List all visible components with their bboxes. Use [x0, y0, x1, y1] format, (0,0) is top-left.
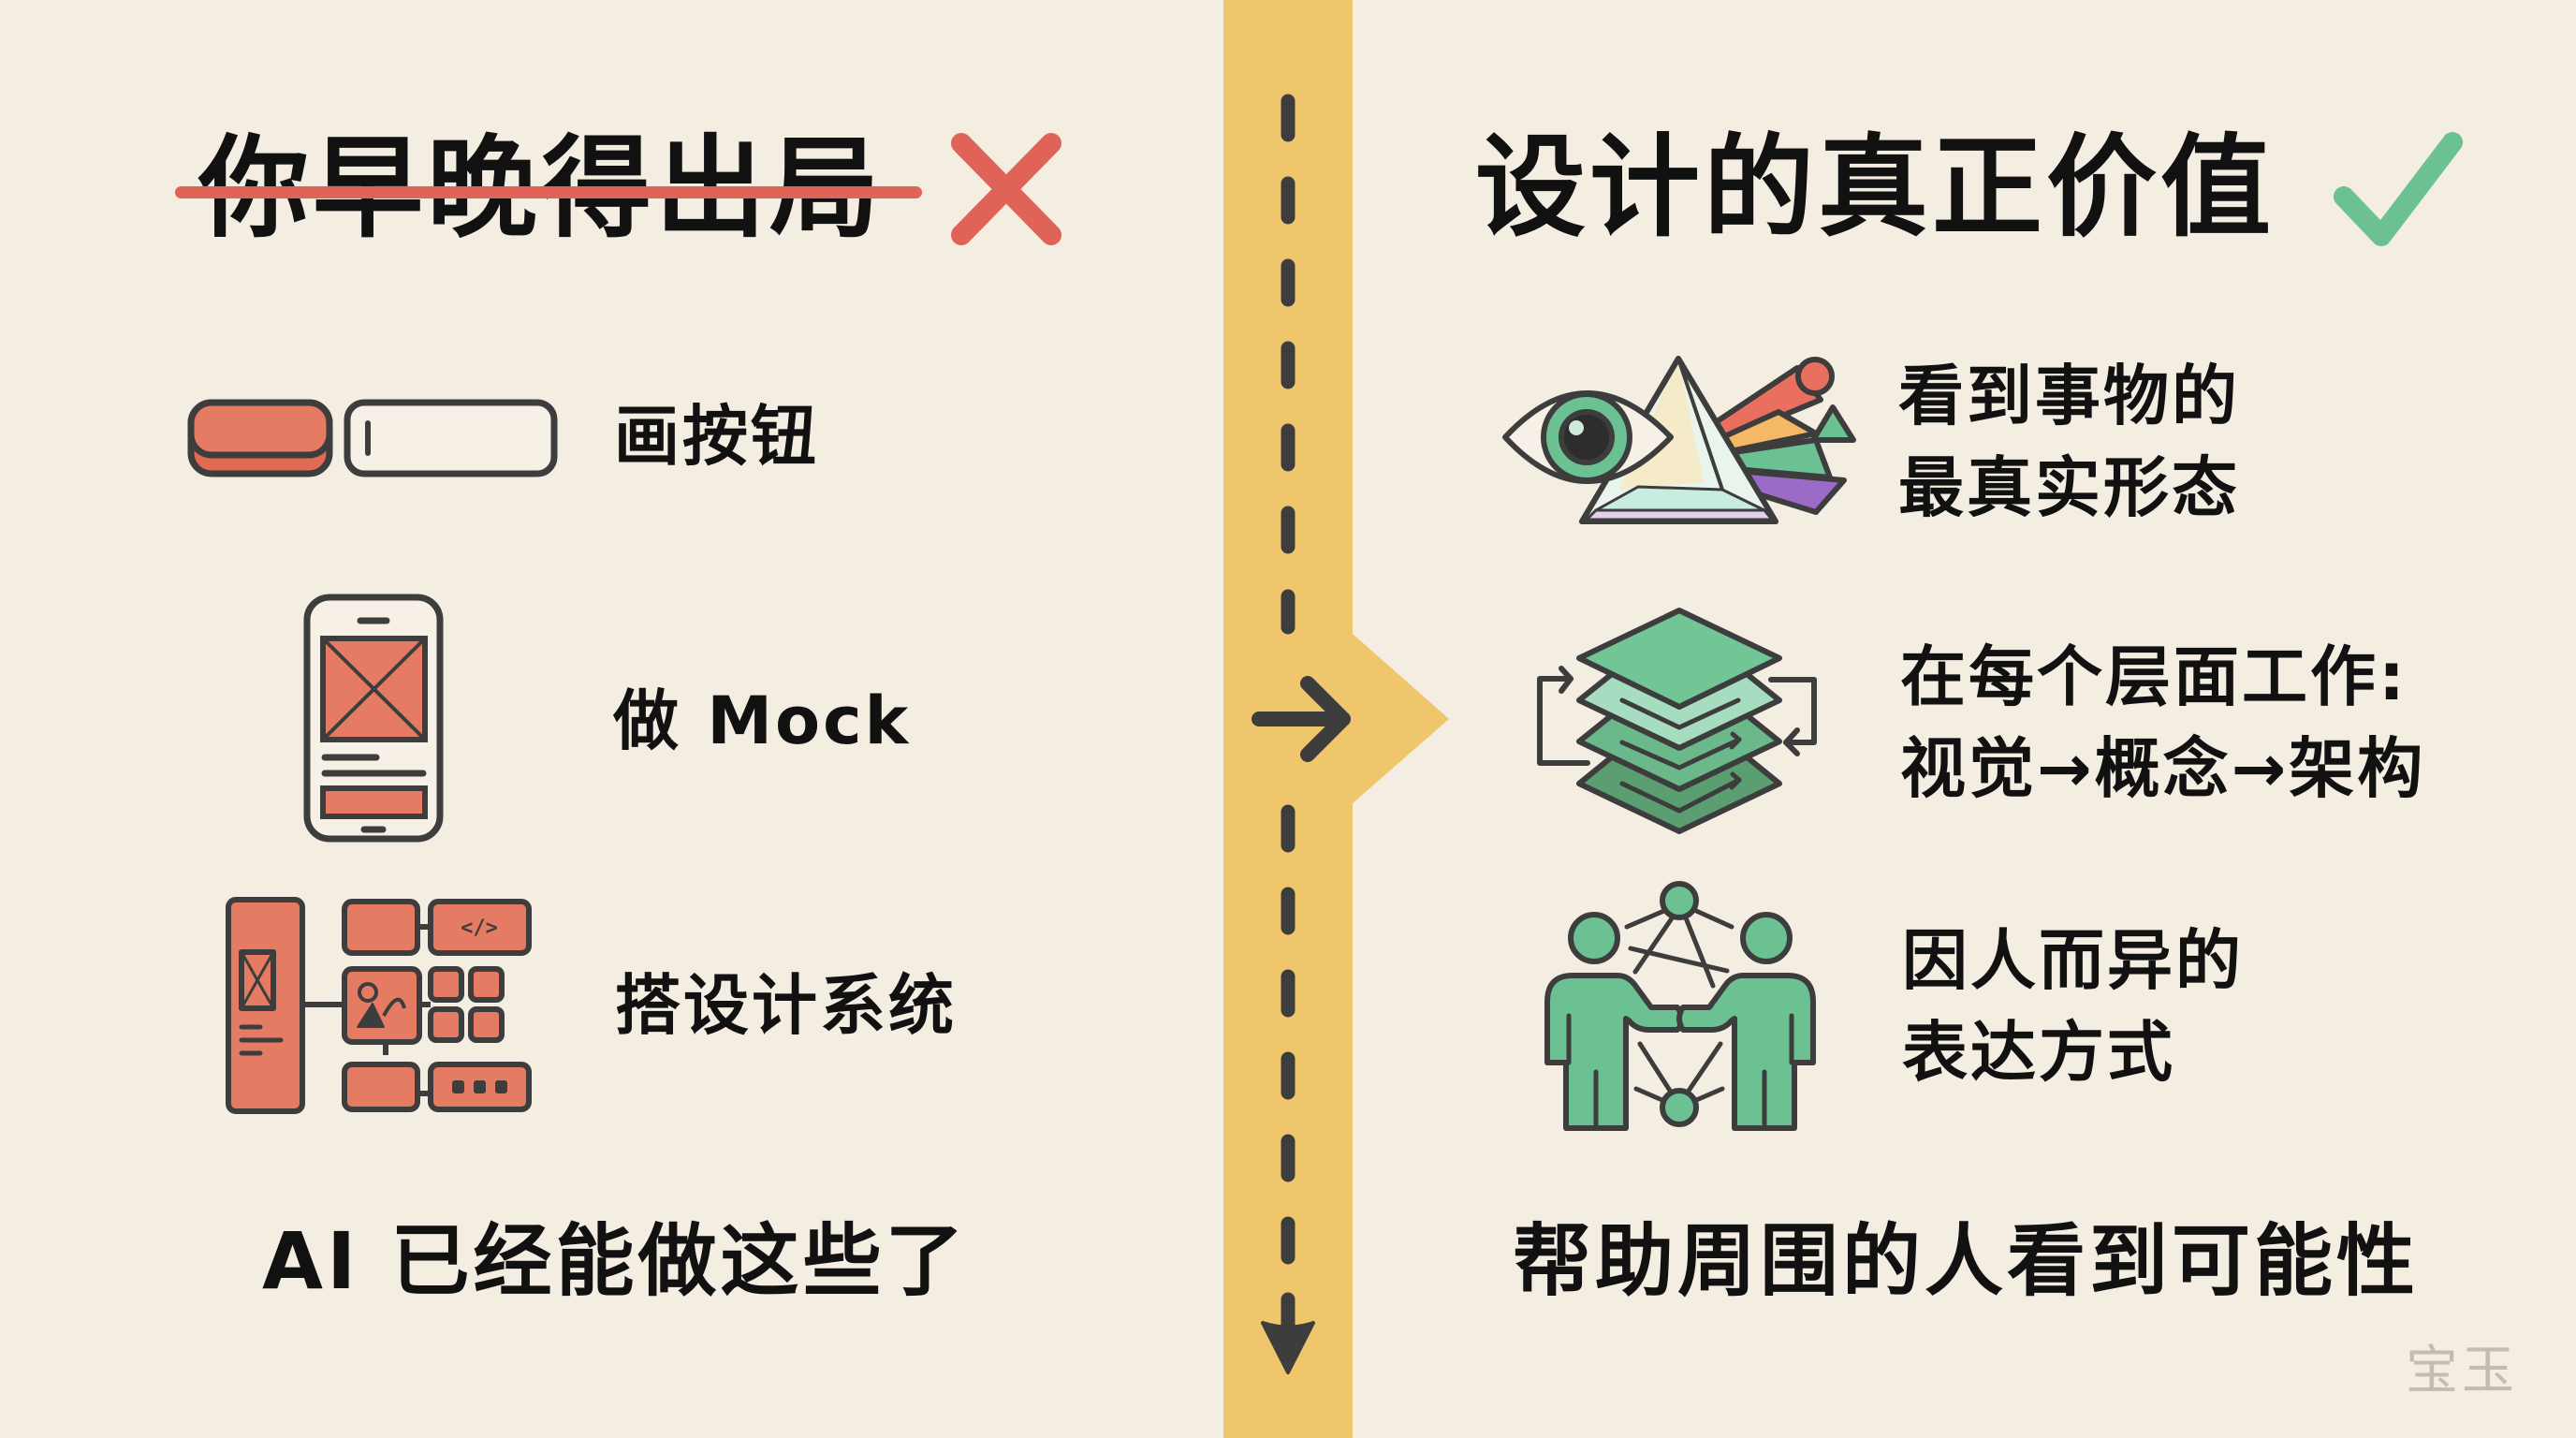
right-item-line: 因人而异的 [1902, 922, 2244, 999]
arrow-down-icon [1261, 1292, 1315, 1374]
eye-prism-icon [1502, 356, 1856, 524]
watermark: 宝玉 [2406, 1341, 2518, 1401]
right-item-line: 视觉→概念→架构 [1900, 730, 2426, 807]
phone-wireframe-icon [303, 594, 444, 843]
right-item-text: 看到事物的 最真实形态 [1898, 363, 2240, 547]
arrow-right-icon [1251, 676, 1351, 762]
left-item-label: 搭设计系统 [615, 967, 957, 1044]
right-item-line: 在每个层面工作: [1900, 638, 2408, 715]
right-item-line: 表达方式 [1902, 1014, 2175, 1091]
svg-text:</>: </> [461, 917, 498, 940]
check-icon [2334, 132, 2463, 246]
right-title: 设计的真正价值 [1475, 123, 2276, 252]
left-item-label: 画按钮 [614, 398, 819, 475]
left-footer: AI 已经能做这些了 [262, 1215, 968, 1307]
right-item-text: 在每个层面工作: 视觉→概念→架构 [1900, 644, 2425, 828]
design-system-icon: </> [226, 897, 532, 1114]
right-item-line: 最真实形态 [1898, 449, 2240, 526]
right-item-line: 看到事物的 [1898, 358, 2240, 434]
button-and-input-icon [187, 399, 558, 477]
left-item-label: 做 Mock [613, 682, 912, 759]
right-item-text: 因人而异的 表达方式 [1902, 928, 2244, 1111]
cross-icon [951, 133, 1061, 245]
people-network-icon [1544, 881, 1816, 1131]
right-footer: 帮助周围的人看到可能性 [1513, 1215, 2420, 1307]
stacked-layers-icon [1537, 608, 1817, 834]
title-strikethrough [175, 186, 922, 198]
